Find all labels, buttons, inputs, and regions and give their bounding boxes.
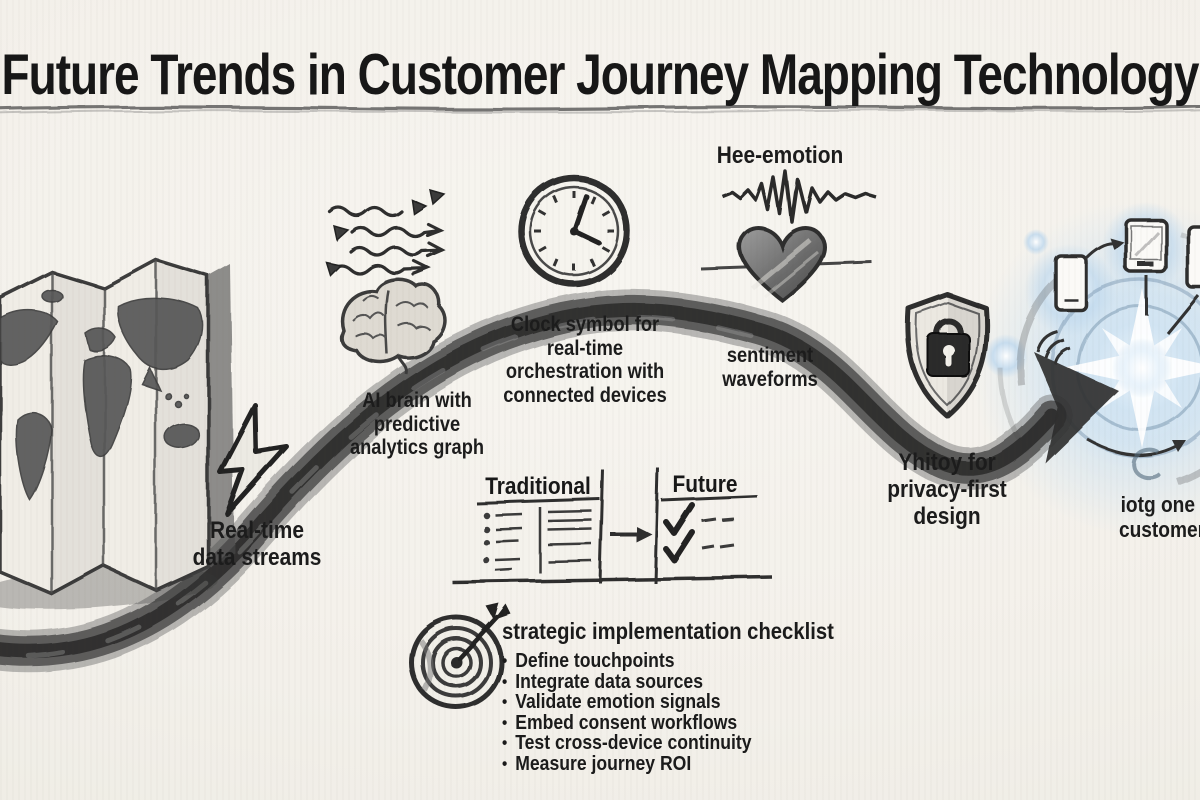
ai-brain-icon — [339, 277, 447, 375]
trend-arrows-icon — [324, 188, 446, 277]
device-tablet-icon — [1124, 218, 1168, 274]
target-icon — [408, 603, 511, 710]
device-connect-arrows — [1036, 238, 1200, 480]
title-underline — [0, 104, 1200, 114]
table-header-future: Future — [672, 471, 738, 498]
caption-ai-brain: AI brain with predictive analytics graph — [349, 389, 485, 460]
checklist-item: Test cross-device continuity — [502, 733, 834, 754]
world-map-icon — [0, 258, 234, 596]
page-title: Future Trends in Customer Journey Mappin… — [1, 41, 1200, 107]
label-hee-emotion: Hee-emotion — [716, 142, 844, 169]
caption-clock-orchestration: Clock symbol for real-time orchestration… — [503, 313, 667, 408]
table-header-traditional: Traditional — [485, 473, 591, 500]
shield-lock-icon — [904, 291, 990, 419]
checklist-items: Define touchpoints Integrate data source… — [502, 651, 834, 774]
lightning-bolt-icon — [217, 402, 290, 517]
device-phone2-icon — [1186, 224, 1200, 290]
emotion-waveform-icon — [721, 170, 877, 224]
caption-sentiment-waveforms: sentiment waveforms — [722, 344, 818, 391]
checklist-item: Embed consent workflows — [502, 712, 834, 734]
checklist-heading: strategic implementation checklist — [502, 618, 834, 644]
arrowhead — [1034, 352, 1120, 464]
caption-real-time-data-streams: Real-time data streams — [192, 517, 322, 572]
checklist-item: Define touchpoints — [502, 651, 834, 672]
heart-icon — [699, 226, 873, 303]
implementation-checklist: strategic implementation checklist Defin… — [502, 618, 834, 774]
clock-icon — [517, 174, 631, 288]
device-phone-icon — [1054, 254, 1088, 312]
checklist-item: Measure journey ROI — [502, 753, 834, 775]
caption-unified-customer-view: iotg one unif customer vie — [1118, 492, 1200, 542]
comparison-table-sketch — [451, 467, 773, 584]
checklist-item: Validate emotion signals — [502, 692, 834, 713]
checklist-item: Integrate data sources — [502, 671, 834, 693]
caption-privacy-first: Yhitoy for privacy-first design — [887, 449, 1007, 531]
